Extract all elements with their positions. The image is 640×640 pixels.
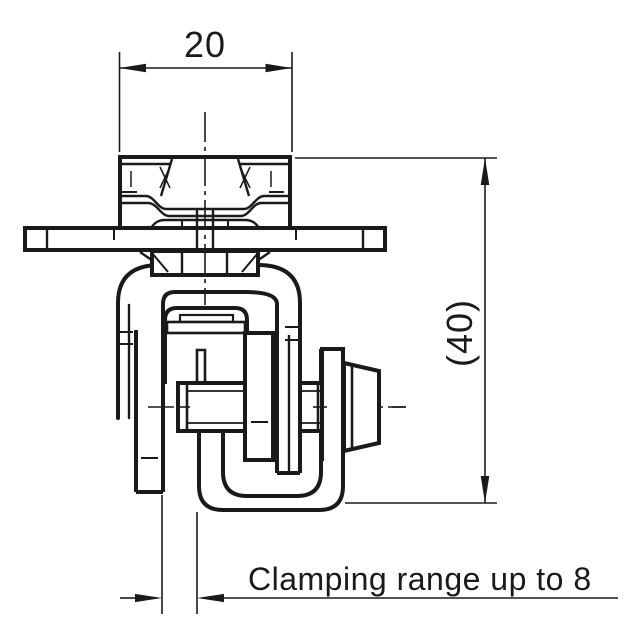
arrowhead-clamp-right	[197, 593, 224, 603]
screw-knob	[342, 360, 381, 454]
arrowhead-bottom	[480, 476, 490, 503]
rail-slot-slant-left	[159, 158, 174, 197]
rail-hump	[150, 218, 260, 229]
dimension-height: (40)	[295, 157, 497, 504]
tongue-outline	[243, 331, 275, 462]
upper-jaw-lip	[165, 320, 247, 335]
upper-jaw	[163, 306, 249, 384]
clamping-range-label: Clamping range up to 8	[248, 561, 592, 597]
rail-sheet-lower	[121, 201, 289, 218]
stirrup-right-leg	[275, 326, 302, 475]
arrowhead-right	[265, 63, 292, 73]
bracket-outer-contour	[197, 349, 345, 512]
nut-chamfer-right	[241, 252, 259, 273]
stirrup-hook	[116, 263, 302, 494]
bracket-inner-contour	[221, 349, 323, 498]
rail-hatch-2	[159, 166, 171, 189]
arrowhead-top	[480, 158, 490, 185]
arrowhead-clamp-left	[135, 593, 162, 603]
rail-hatch-4	[239, 166, 251, 189]
rail-interior	[121, 158, 289, 251]
dimension-width: 20	[118, 24, 293, 152]
bracket-right-leg	[320, 347, 345, 461]
rail-sheet-upper	[121, 194, 289, 211]
dim-width-label: 20	[184, 24, 226, 65]
rail-slot-slant-right	[236, 158, 251, 197]
knob-outline	[342, 360, 381, 454]
stirrup-inner-contour	[161, 290, 279, 492]
tongue-jaw	[243, 331, 275, 462]
arrowhead-left	[119, 63, 146, 73]
nut-chamfer-left	[151, 252, 169, 273]
dim-height-label: (40)	[439, 299, 480, 367]
bracket-right-leg-fill	[322, 349, 343, 461]
dimension-clamping-range: Clamping range up to 8	[120, 495, 618, 614]
bracket-stud	[195, 348, 207, 384]
